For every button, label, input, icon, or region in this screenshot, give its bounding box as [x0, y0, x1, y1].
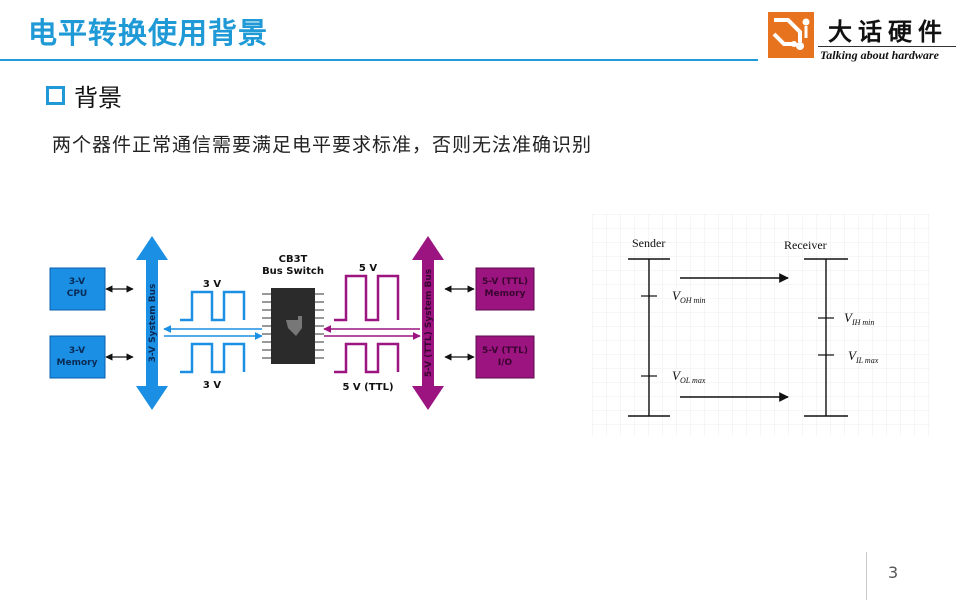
wave-top-right: [334, 274, 400, 322]
bullet-square-icon: [46, 86, 65, 105]
brand-logo: 大话硬件 Talking about hardware: [768, 10, 958, 66]
right-bus-label: 5-V (TTL) System Bus: [424, 269, 434, 377]
voltage-threshold-diagram: Sender Receiver VOH min VOL max VIH min …: [592, 214, 930, 436]
left-bus-label: 3-V System Bus: [148, 284, 158, 363]
wave-top-right-label: 5 V: [359, 263, 377, 274]
logo-name: 大话硬件: [828, 17, 948, 46]
logo-circuit-icon: [768, 12, 814, 58]
io-5v-line2: I/O: [498, 358, 513, 368]
memory-5v-line2: Memory: [485, 289, 526, 299]
page-number: 3: [888, 563, 899, 582]
wave-bottom-left-label: 3 V: [203, 380, 221, 391]
voh-label: VOH min: [672, 288, 706, 305]
cpu-box: 3-V CPU: [49, 267, 106, 311]
switch-label-2: Bus Switch: [262, 266, 324, 277]
slide-title: 电平转换使用背景: [28, 16, 269, 50]
page-number-divider: [866, 552, 867, 600]
memory-5v-box: 5-V (TTL) Memory: [475, 267, 535, 311]
switch-label-1: CB3T: [279, 254, 308, 265]
vol-label: VOL max: [672, 368, 706, 385]
receiver-label: Receiver: [784, 238, 827, 252]
ti-logo-icon: [286, 316, 302, 336]
io-5v-line1: 5-V (TTL): [482, 346, 528, 356]
logo-divider: [818, 46, 956, 47]
wave-top-left-label: 3 V: [203, 279, 221, 290]
cpu-box-line1: 3-V: [69, 277, 85, 287]
wave-bottom-right: [334, 342, 400, 374]
level-shift-diagram: 3-V CPU 3-V Memory 3-V System Bus 3 V 3 …: [49, 236, 535, 410]
cpu-box-line2: CPU: [67, 289, 88, 299]
wave-bottom-left: [180, 342, 246, 374]
memory-3v-box: 3-V Memory: [49, 335, 106, 379]
bus-switch-chip: [262, 288, 324, 364]
memory-5v-line1: 5-V (TTL): [482, 277, 528, 287]
wave-bottom-right-label: 5 V (TTL): [342, 382, 393, 393]
left-system-bus: [136, 236, 168, 410]
right-system-bus: [412, 236, 444, 410]
vih-label: VIH min: [844, 310, 874, 327]
memory-3v-line2: Memory: [57, 358, 98, 368]
title-underline: [0, 59, 758, 61]
section-heading: 背景: [74, 84, 122, 112]
wave-top-left: [180, 290, 246, 322]
io-5v-box: 5-V (TTL) I/O: [475, 335, 535, 379]
sender-label: Sender: [632, 236, 665, 250]
vil-label: VIL max: [848, 348, 879, 365]
logo-tagline: Talking about hardware: [820, 48, 939, 62]
memory-3v-line1: 3-V: [69, 346, 85, 356]
body-text: 两个器件正常通信需要满足电平要求标准，否则无法准确识别: [52, 134, 593, 156]
